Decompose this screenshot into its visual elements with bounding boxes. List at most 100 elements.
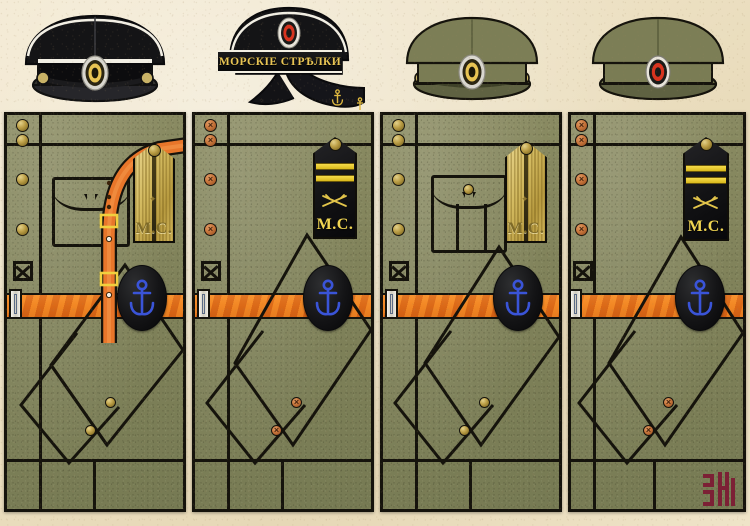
anchor-icon xyxy=(687,279,713,316)
epaulette-rank-stripe xyxy=(685,165,727,172)
belt-buckle xyxy=(571,289,582,319)
tunic-button xyxy=(575,119,588,132)
tunic-button xyxy=(392,223,405,236)
collar-seam xyxy=(571,143,743,146)
anchor-collar-patch xyxy=(117,265,167,331)
cuff-button xyxy=(271,425,282,436)
tunic-button xyxy=(204,134,217,147)
epaulette-body xyxy=(133,143,175,243)
tunic-button xyxy=(16,223,29,236)
tunic-panel-4: М.С. xyxy=(568,112,746,512)
pocket-flap xyxy=(52,186,130,211)
epaulette-button xyxy=(328,138,342,151)
cuff-button xyxy=(291,397,302,408)
figure-enlisted-field: М.С. xyxy=(568,0,746,526)
enlisted-cockade xyxy=(277,17,301,49)
tunic-zone-3: ✦ М.С. xyxy=(380,112,562,512)
epaulette-cipher: М.С. xyxy=(507,220,545,237)
officer-cockade xyxy=(81,55,109,91)
epaulette-body xyxy=(683,137,729,241)
pocket-pleat xyxy=(484,204,487,250)
enlisted-cockade xyxy=(645,55,671,89)
sleeve-outline xyxy=(7,115,183,509)
collar-seam xyxy=(195,143,371,146)
skirt-seam xyxy=(571,459,743,462)
tunic-zone-4: М.С. xyxy=(568,112,746,512)
tunic-button xyxy=(16,134,29,147)
tunic-button xyxy=(16,173,29,186)
cuff-x-patch xyxy=(13,261,33,281)
skirt-center-seam xyxy=(469,459,472,509)
front-placket xyxy=(39,143,42,509)
epaulette-cipher: М.С. xyxy=(135,220,173,237)
tunic-button xyxy=(392,173,405,186)
placket-edge xyxy=(415,115,418,143)
epaulette-officer-gold: ✦ М.С. xyxy=(505,141,547,243)
cap-zone-1 xyxy=(4,0,186,112)
epaulette-center-stripe xyxy=(152,150,156,241)
anchor-collar-patch xyxy=(303,265,353,331)
epaulette-rank-stripe xyxy=(315,175,355,182)
cuff-button xyxy=(643,425,654,436)
artist-monogram xyxy=(702,470,736,510)
belt-buckle xyxy=(197,289,210,319)
tunic-button xyxy=(575,173,588,186)
figure-sailor-rating: МОРСКІЕ СТРѢЛКИ xyxy=(192,0,374,526)
figure-officer-dress: ✦ М.С. xyxy=(4,0,186,526)
tunic-panel-3: ✦ М.С. xyxy=(380,112,562,512)
breast-pocket xyxy=(52,177,130,247)
tunic-button xyxy=(392,119,405,132)
epaulette-enlisted-black: М.С. xyxy=(683,137,729,241)
belt-buckle xyxy=(9,289,22,319)
epaulette-star: ✦ xyxy=(149,194,157,204)
epaulette-star: ✦ xyxy=(521,194,529,204)
epaulette-body xyxy=(505,141,547,243)
cap-zone-2: МОРСКІЕ СТРѢЛКИ xyxy=(192,0,374,112)
tunic-zone-2: М.С. xyxy=(192,112,374,512)
tunic-panel-1: ✦ М.С. xyxy=(4,112,186,512)
epaulette-button xyxy=(699,138,713,151)
anchor-collar-patch xyxy=(493,265,543,331)
officer-black-peaked-cap xyxy=(12,12,178,104)
placket-edge xyxy=(227,115,230,143)
streamer-anchor-icon xyxy=(331,89,363,110)
cuff-button xyxy=(479,397,490,408)
pocket-flap xyxy=(431,184,507,209)
skirt-center-seam xyxy=(93,459,96,509)
cuff-button xyxy=(105,397,116,408)
tunic-button xyxy=(204,173,217,186)
cap-zone-4 xyxy=(568,0,746,112)
cuff-x-patch xyxy=(573,261,593,281)
cuff-button xyxy=(85,425,96,436)
anchor-icon xyxy=(315,279,341,316)
epaulette-rank-stripe xyxy=(315,163,355,170)
front-placket xyxy=(415,143,418,509)
epaulette-cipher: М.С. xyxy=(687,218,725,235)
epaulette-button xyxy=(147,144,161,157)
tunic-button xyxy=(575,223,588,236)
cuff-button xyxy=(663,397,674,408)
cap-ribbon: МОРСКІЕ СТРѢЛКИ xyxy=(218,50,342,73)
collar-seam xyxy=(7,143,183,146)
enlisted-khaki-peaked-cap xyxy=(578,14,738,104)
skirt-center-seam xyxy=(653,459,656,509)
epaulette-center-stripe xyxy=(524,148,528,241)
cuff-x-patch xyxy=(389,261,409,281)
epaulette-button xyxy=(519,142,533,155)
skirt-center-seam xyxy=(281,459,284,509)
front-placket xyxy=(227,143,230,509)
pocket-pleat xyxy=(456,204,459,250)
front-placket xyxy=(593,143,596,509)
cap-zone-3 xyxy=(380,0,562,112)
tunic-button xyxy=(575,134,588,147)
epaulette-cipher: М.С. xyxy=(316,216,354,233)
officer-khaki-peaked-cap xyxy=(392,14,552,104)
tunic-button xyxy=(204,119,217,132)
tunic-button xyxy=(16,119,29,132)
placket-edge xyxy=(593,115,596,143)
pocket-button xyxy=(463,184,474,195)
figure-officer-field: ✦ М.С. xyxy=(380,0,562,526)
anchor-icon xyxy=(505,279,531,316)
anchor-collar-patch xyxy=(675,265,725,331)
